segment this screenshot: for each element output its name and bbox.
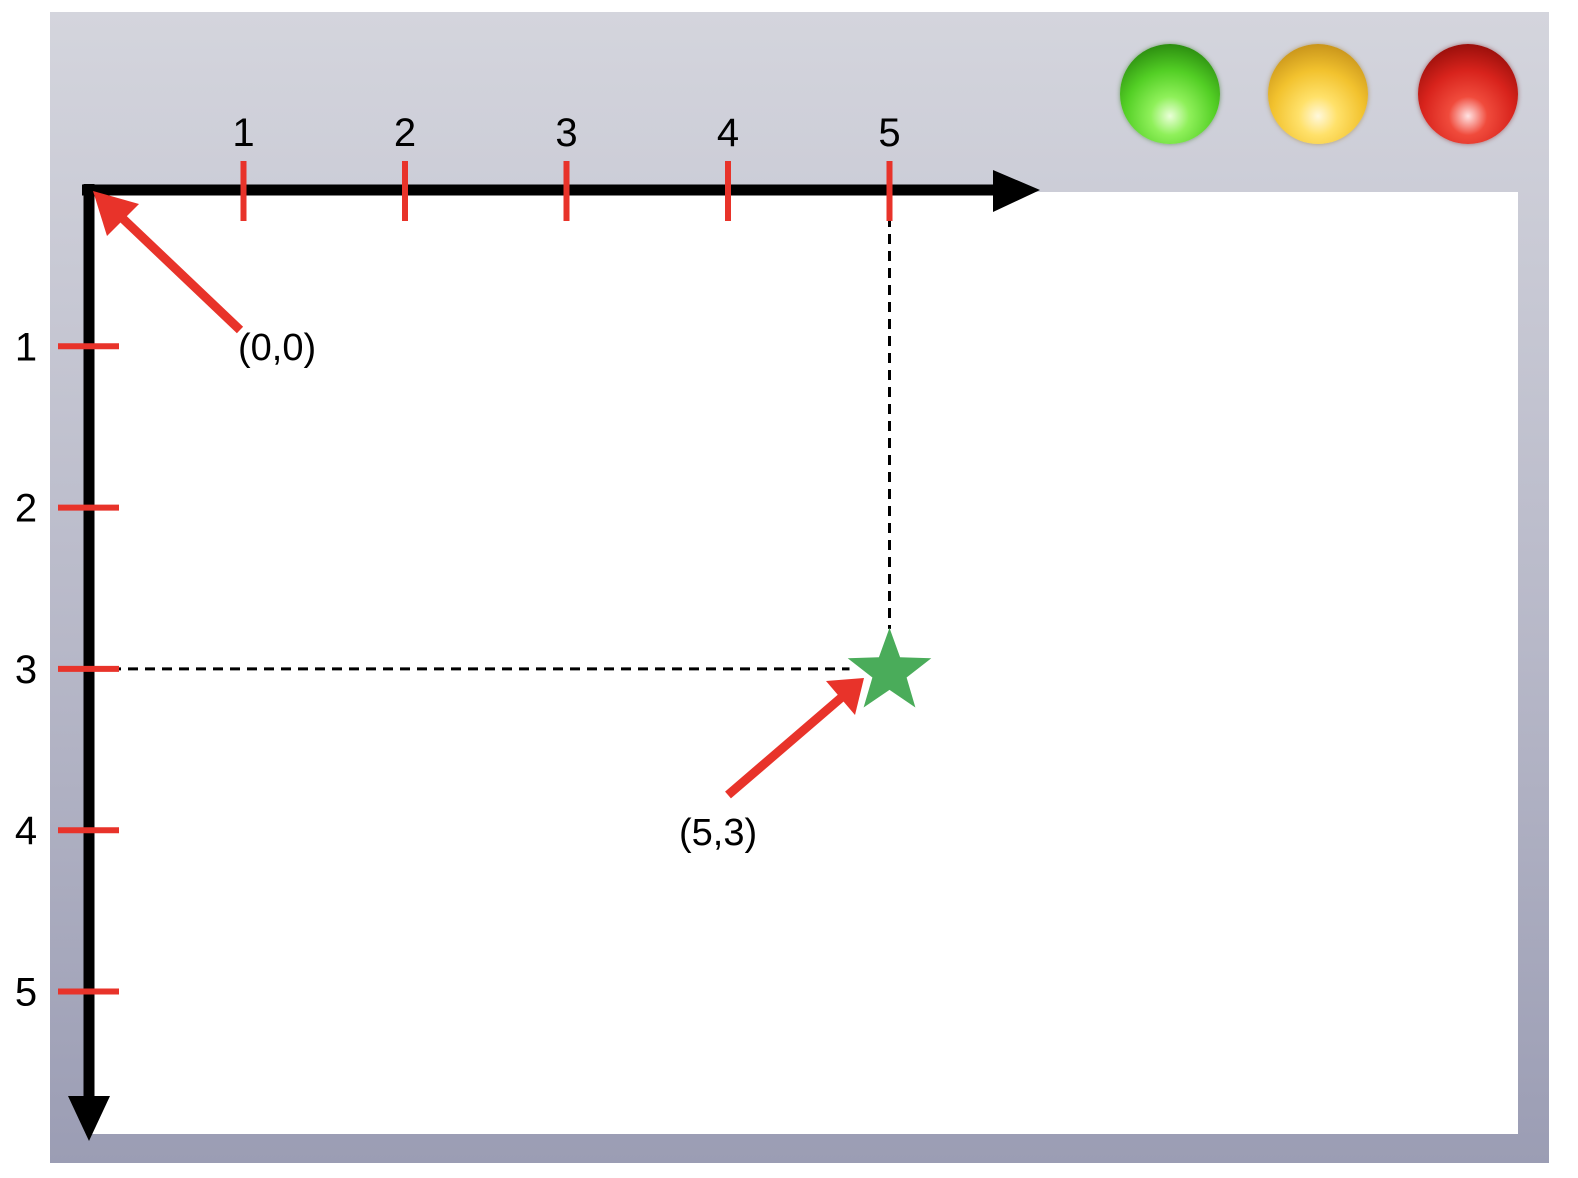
y-tick-label: 2 [15,487,37,531]
x-tick-label: 1 [232,111,254,155]
content-area [90,192,1518,1134]
origin-annotation-arrowhead [93,191,139,236]
point-annotation-arrow [725,693,845,799]
origin-annotation-arrow [114,210,244,334]
x-tick-label: 3 [555,111,577,155]
red-close-button[interactable] [1418,44,1518,144]
origin-label: (0,0) [238,327,316,369]
y-tick-label: 1 [15,325,37,369]
point-label: (5,3) [679,812,757,854]
x-axis-ticks: 1 2 3 4 5 [232,111,901,221]
y-tick-label: 4 [15,809,37,853]
x-tick-label: 4 [717,111,739,155]
x-tick-label: 5 [878,111,900,155]
x-tick-label: 2 [394,111,416,155]
green-maximize-button[interactable] [1120,44,1220,144]
star-icon [847,627,932,708]
y-tick-label: 3 [15,648,37,692]
y-axis-ticks: 1 2 3 4 5 [15,325,119,1015]
yellow-minimize-button[interactable] [1268,44,1368,144]
y-axis-arrowhead [68,1096,110,1141]
y-tick-label: 5 [15,971,37,1015]
point-annotation-arrowhead [826,678,864,715]
x-axis-arrowhead [993,170,1040,212]
